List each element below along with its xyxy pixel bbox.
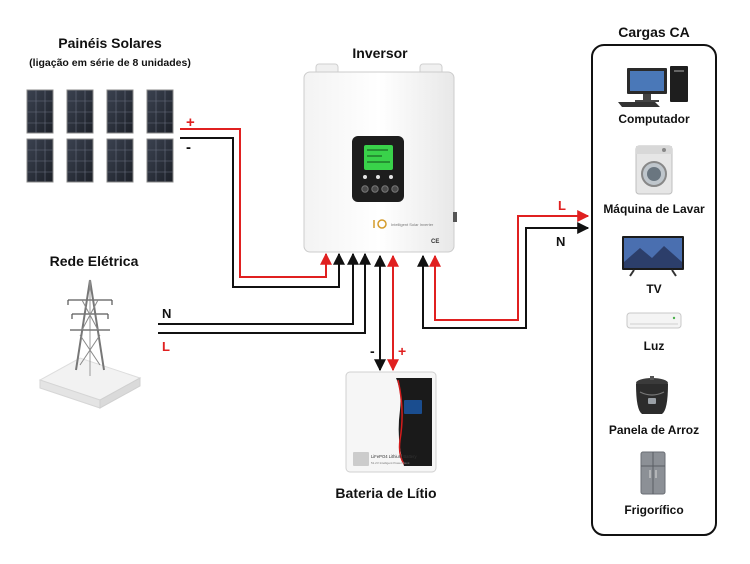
lithium-battery-device: LiFePO4 Lithium Battery 51.2V Intelligen… [345, 371, 437, 473]
loads-title: Cargas CA [618, 24, 690, 40]
load-label-light: Luz [644, 339, 665, 353]
loads-panel [591, 44, 717, 536]
grid-title: Rede Elétrica [50, 253, 139, 269]
inverter-control-panel [352, 136, 404, 202]
load-label-rice-cooker: Panela de Arroz [609, 423, 699, 437]
pv-positive-label: + [186, 114, 195, 131]
pv-negative-wire [180, 137, 345, 288]
computer-icon [618, 66, 688, 107]
power-tower-icon [38, 279, 142, 409]
load-label-washing-machine: Máquina de Lavar [603, 202, 705, 216]
grid-line-wire [158, 252, 371, 334]
light-icon [626, 312, 682, 329]
solar-panel-icon [26, 138, 54, 183]
grid-neutral-label: N [162, 306, 171, 321]
load-line-label: L [558, 198, 566, 213]
grid-neutral-wire [158, 252, 359, 325]
solar-panel-icon [146, 138, 174, 183]
solar-panel-icon [26, 89, 54, 134]
tv-icon [622, 236, 684, 277]
battery-title: Bateria de Lítio [335, 485, 436, 501]
inverter-small-text: Intelligent Solar Inverter [391, 222, 434, 227]
load-neutral-wire [417, 222, 590, 329]
inverter-device: Intelligent Solar Inverter CE [303, 63, 457, 253]
ce-mark: CE [431, 239, 439, 245]
load-label-tv: TV [646, 282, 661, 296]
pv-negative-label: - [186, 139, 191, 156]
battery-negative-label: - [370, 343, 375, 359]
solar-panel-icon [146, 89, 174, 134]
solar-panel-icon [106, 138, 134, 183]
pv-positive-wire [180, 128, 332, 278]
battery-label: LiFePO4 Lithium Battery [371, 454, 418, 459]
rice-cooker-icon [636, 376, 668, 414]
solar-panel-icon [66, 89, 94, 134]
load-label-fridge: Frigorífico [624, 503, 683, 517]
washing-machine-icon [635, 145, 673, 195]
battery-port-icon [353, 452, 369, 466]
inverter-logo-icon [373, 219, 387, 229]
battery-display [404, 400, 422, 414]
load-neutral-label: N [556, 234, 565, 249]
battery-sublabel: 51.2V Intelligent Power Bank [371, 461, 410, 465]
lcd-display [364, 145, 393, 170]
inverter-title: Inversor [352, 45, 408, 61]
load-line-wire [429, 210, 590, 321]
fridge-icon [640, 451, 666, 495]
load-label-computer: Computador [618, 112, 690, 126]
battery-positive-label: + [398, 343, 406, 359]
solar-panels-title: Painéis Solares [58, 35, 162, 51]
grid-line-label: L [162, 339, 170, 354]
solar-panel-icon [66, 138, 94, 183]
solar-panel-array [26, 89, 174, 183]
solar-panel-icon [106, 89, 134, 134]
solar-panels-subtitle: (ligação em série de 8 unidades) [29, 57, 191, 69]
